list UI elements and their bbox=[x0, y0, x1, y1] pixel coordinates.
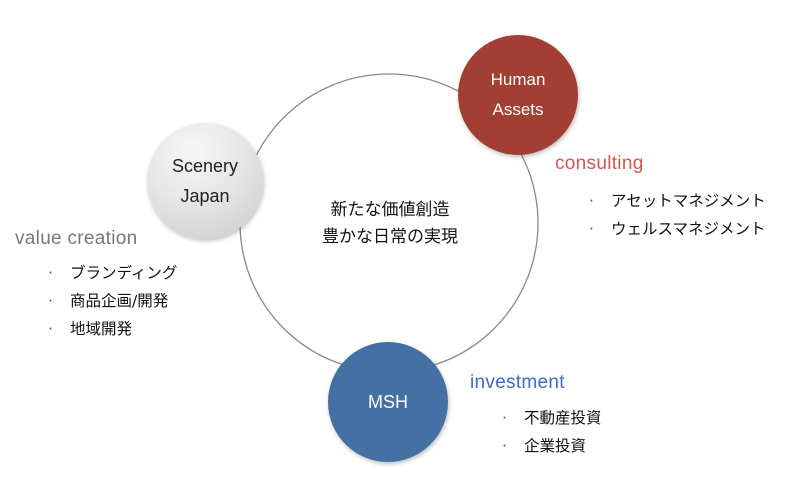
section-title-value-creation: value creation bbox=[15, 228, 138, 249]
list-item-label: 不動産投資 bbox=[524, 409, 602, 427]
consulting-list: · アセットマネジメント · ウェルスマネジメント bbox=[589, 187, 766, 243]
list-item: · ウェルスマネジメント bbox=[589, 215, 766, 243]
bullet-dot-icon: · bbox=[502, 409, 507, 427]
node-scenery-japan: Scenery Japan bbox=[147, 123, 263, 239]
list-item-label: 企業投資 bbox=[524, 437, 587, 455]
list-item-label: 地域開発 bbox=[70, 320, 133, 338]
node-human-label-2: Assets bbox=[492, 100, 544, 119]
node-human-label-1: Human bbox=[490, 70, 546, 89]
value-creation-list: · ブランディング · 商品企画/開発 · 地域開発 bbox=[48, 259, 177, 343]
list-item: · アセットマネジメント bbox=[589, 187, 766, 215]
bullet-dot-icon: · bbox=[589, 220, 594, 238]
bullet-dot-icon: · bbox=[48, 320, 53, 338]
bullet-dot-icon: · bbox=[48, 264, 53, 282]
list-item: · 地域開発 bbox=[48, 315, 177, 343]
bullet-dot-icon: · bbox=[48, 292, 53, 310]
center-line-2: 豊かな日常の実現 bbox=[322, 227, 458, 247]
section-title-consulting: consulting bbox=[555, 153, 644, 174]
list-item: · 商品企画/開発 bbox=[48, 287, 177, 315]
bullet-dot-icon: · bbox=[589, 192, 594, 210]
list-item: · 企業投資 bbox=[502, 432, 602, 460]
node-msh: MSH bbox=[328, 342, 448, 462]
list-item-label: 商品企画/開発 bbox=[70, 292, 169, 310]
node-scenery-label-1: Scenery bbox=[171, 156, 239, 176]
section-title-investment: investment bbox=[470, 372, 565, 393]
list-item-label: ウェルスマネジメント bbox=[611, 220, 766, 238]
list-item-label: ブランディング bbox=[70, 264, 178, 282]
node-human-assets: Human Assets bbox=[458, 35, 578, 155]
list-item: · ブランディング bbox=[48, 259, 177, 287]
node-scenery-label-2: Japan bbox=[180, 186, 230, 206]
list-item-label: アセットマネジメント bbox=[611, 192, 766, 210]
investment-list: · 不動産投資 · 企業投資 bbox=[502, 404, 602, 460]
list-item: · 不動産投資 bbox=[502, 404, 602, 432]
center-line-1: 新たな価値創造 bbox=[330, 200, 450, 220]
node-msh-label: MSH bbox=[368, 392, 408, 412]
center-statement: 新たな価値創造 豊かな日常の実現 bbox=[290, 197, 490, 251]
bullet-dot-icon: · bbox=[502, 437, 507, 455]
